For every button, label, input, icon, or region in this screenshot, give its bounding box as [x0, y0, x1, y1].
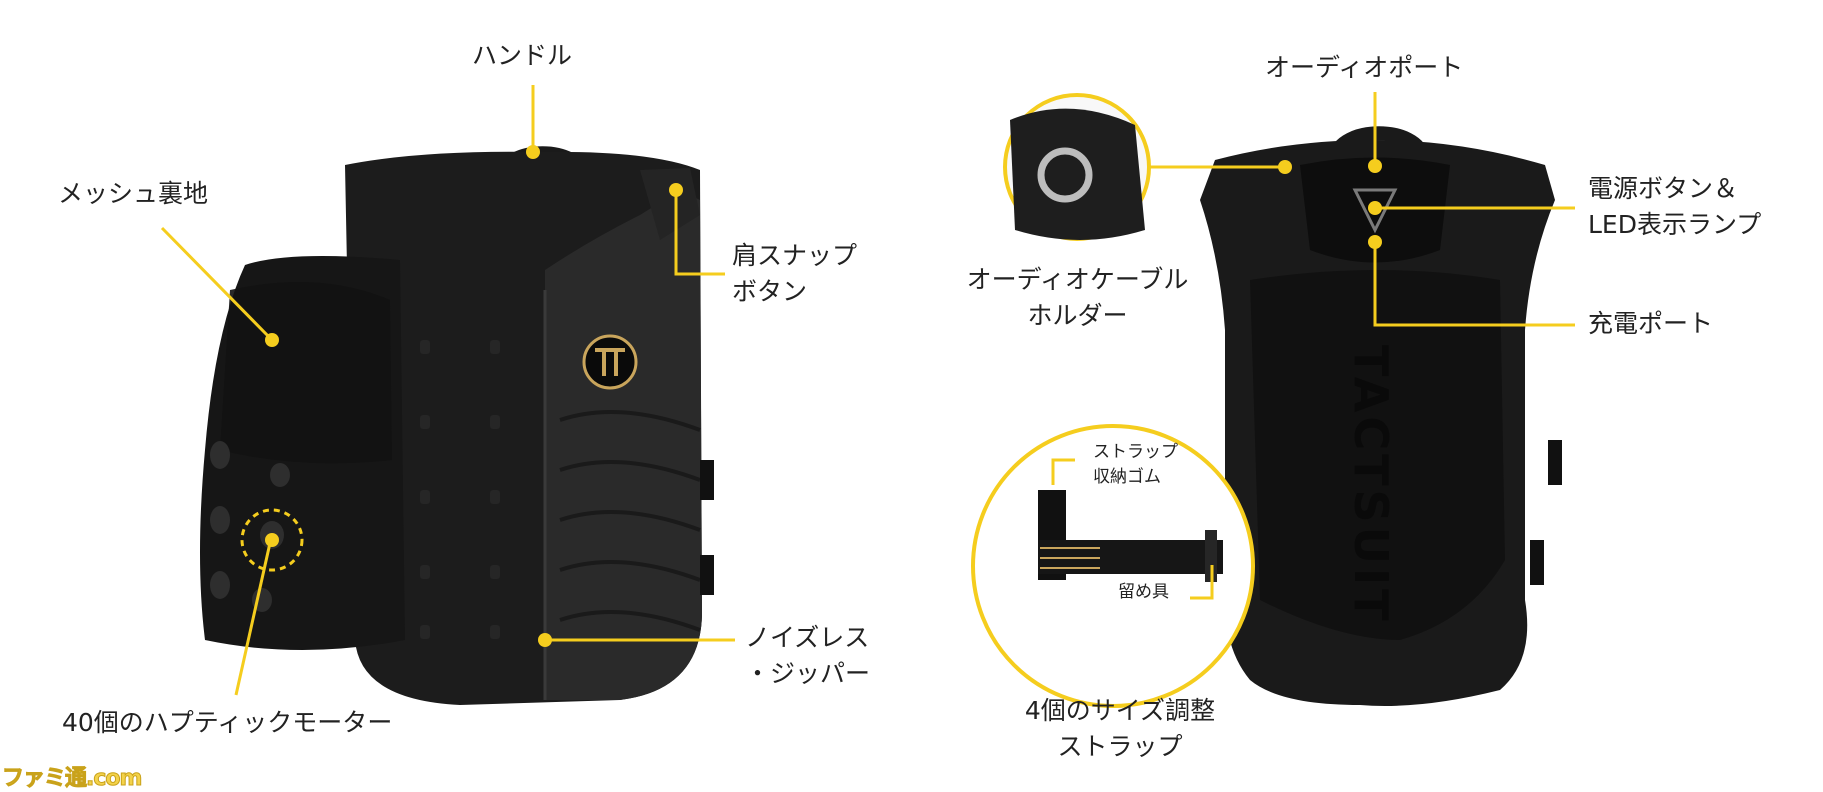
label-motors: 40個のハプティックモーター [62, 708, 393, 737]
shoulder-strap [640, 168, 700, 240]
back-mesh-panel [1250, 270, 1505, 640]
label-charge-port: 充電ポート [1588, 309, 1714, 338]
label-power-button-line1: 電源ボタン＆ [1588, 174, 1739, 203]
label-zipper: ノイズレス ・ジッパー [745, 620, 870, 692]
callout-dots [265, 145, 1382, 647]
label-cable-holder: オーディオケーブル ホルダー [955, 262, 1200, 334]
tactsuit-back-logo: TACTSUIT [1344, 345, 1398, 625]
label-power-button-line2: LED表示ランプ [1588, 210, 1762, 239]
label-mesh-lining: メッシュ裏地 [58, 179, 209, 208]
watermark-logo: ファミ通.com [1, 766, 142, 792]
label-strap-storage: ストラップ 収納ゴム [1093, 440, 1178, 490]
label-strap-storage-line1: ストラップ [1093, 442, 1178, 462]
front-vest [200, 146, 714, 705]
label-fastener: 留め具 [1118, 582, 1169, 602]
label-audio-port: オーディオポート [1265, 53, 1464, 82]
label-cable-holder-line2: ホルダー [1027, 301, 1128, 330]
back-vest [1130, 126, 1562, 706]
label-zipper-line1: ノイズレス [745, 623, 870, 652]
cable-holder-inset [1003, 93, 1151, 241]
side-buckle-lower [700, 555, 714, 595]
front-panel-ridges [559, 410, 701, 632]
label-size-straps-line1: 4個のサイズ調整 [1024, 696, 1216, 725]
callout-lines [160, 85, 1575, 696]
back-buckle-lower [1530, 540, 1544, 585]
back-buckle-upper [1548, 440, 1562, 485]
power-button-icon [1352, 188, 1398, 234]
front-inner-motors [420, 340, 500, 639]
tactsuit-logo-mark [595, 348, 625, 376]
tactsuit-front-logo [582, 334, 638, 390]
front-zip-panel [545, 190, 702, 700]
label-cable-holder-line1: オーディオケーブル [966, 265, 1189, 294]
label-power-button: 電源ボタン＆ LED表示ランプ [1588, 171, 1761, 243]
label-zipper-line2: ・ジッパー [745, 659, 871, 688]
label-size-straps-line2: ストラップ [1057, 732, 1183, 761]
strap-inset [971, 424, 1255, 708]
label-shoulder-snap-line1: 肩スナップ [732, 241, 858, 270]
label-strap-storage-line2: 収納ゴム [1093, 467, 1161, 487]
label-handle: ハンドル [472, 41, 573, 70]
mesh-lining-panel [220, 282, 392, 464]
label-shoulder-snap-line2: ボタン [732, 277, 808, 306]
side-buckle-upper [700, 460, 714, 500]
label-shoulder-snap: 肩スナップ ボタン [732, 238, 857, 310]
label-size-straps: 4個のサイズ調整 ストラップ [1010, 693, 1230, 765]
